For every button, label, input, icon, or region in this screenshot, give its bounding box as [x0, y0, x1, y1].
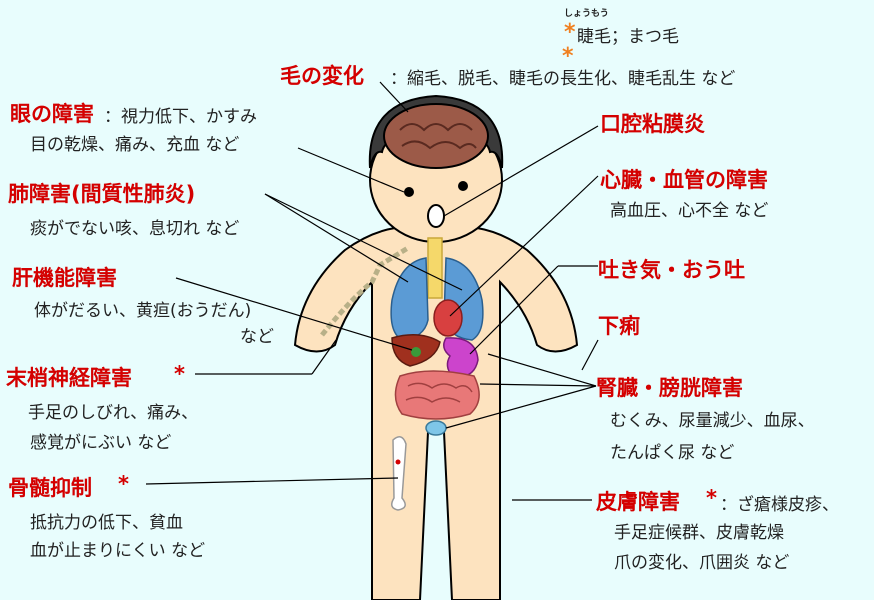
skin-desc-1: ：ざ瘡様皮疹、 — [720, 490, 839, 515]
note-text: 睫毛；まつ毛 — [577, 22, 679, 47]
skin-asterisk: * — [706, 486, 717, 510]
marrow-desc-1: 抵抗力の低下、貧血 — [30, 508, 183, 533]
note-ruby: しょうもう — [564, 6, 609, 19]
skin-desc-2: 手足症候群、皮膚乾燥 — [614, 518, 784, 543]
kidney-desc-1: むくみ、尿量減少、血尿、 — [610, 406, 815, 431]
marrow-title: 骨髄抑制 — [8, 472, 92, 502]
liver-desc-1: 体がだるい、黄疸(おうだん) — [34, 296, 251, 321]
marrow-asterisk: * — [118, 472, 129, 496]
lung-desc: 痰がでない咳、息切れ など — [30, 214, 239, 239]
heart-desc: 高血圧、心不全 など — [610, 196, 768, 221]
hair-title: 毛の変化 — [280, 60, 364, 90]
nerve-desc-2: 感覚がにぶい など — [30, 428, 171, 453]
mouth-title: 口腔粘膜炎 — [600, 108, 705, 138]
kidney-line-2 — [480, 384, 596, 386]
mouth-line — [444, 126, 598, 216]
eye-line — [298, 148, 404, 192]
marrow-desc-2: 血が止まりにくい など — [30, 536, 205, 561]
eye-title: 眼の障害 — [10, 98, 94, 128]
nausea-line-2 — [470, 266, 558, 354]
kidney-title: 腎臓・膀胱障害 — [596, 372, 743, 402]
eye-desc-1: ：視力低下、かすみ — [104, 102, 257, 127]
nerve-desc-1: 手足のしびれ、痛み、 — [28, 398, 198, 423]
liver-title: 肝機能障害 — [12, 262, 117, 292]
note-asterisk-1: * — [564, 20, 576, 45]
kidney-desc-2: たんぱく尿 など — [610, 438, 734, 463]
lung-line-2 — [265, 194, 462, 290]
hair-desc: ：縮毛、脱毛、睫毛の長生化、睫毛乱生 など — [390, 64, 735, 89]
nerve-line-2 — [312, 340, 336, 374]
nausea-title: 吐き気・おう吐 — [598, 254, 745, 284]
nerve-asterisk: * — [174, 362, 185, 386]
skin-title: 皮膚障害 — [596, 486, 680, 516]
kidney-line-3 — [446, 386, 596, 428]
marrow-line — [146, 478, 398, 484]
skin-desc-3: 爪の変化、爪囲炎 など — [614, 548, 789, 573]
lung-line-1 — [265, 194, 408, 282]
heart-line — [450, 176, 598, 316]
lung-title: 肺障害(間質性肺炎) — [8, 178, 195, 208]
eye-desc-2: 目の乾燥、痛み、充血 など — [30, 130, 239, 155]
diarrhea-title: 下痢 — [598, 310, 640, 340]
kidney-line-1 — [488, 354, 596, 386]
liver-desc-2: など — [240, 322, 274, 347]
diarrhea-line — [582, 340, 598, 370]
nerve-title: 末梢神経障害 — [6, 362, 132, 392]
heart-title: 心臓・血管の障害 — [600, 164, 768, 194]
